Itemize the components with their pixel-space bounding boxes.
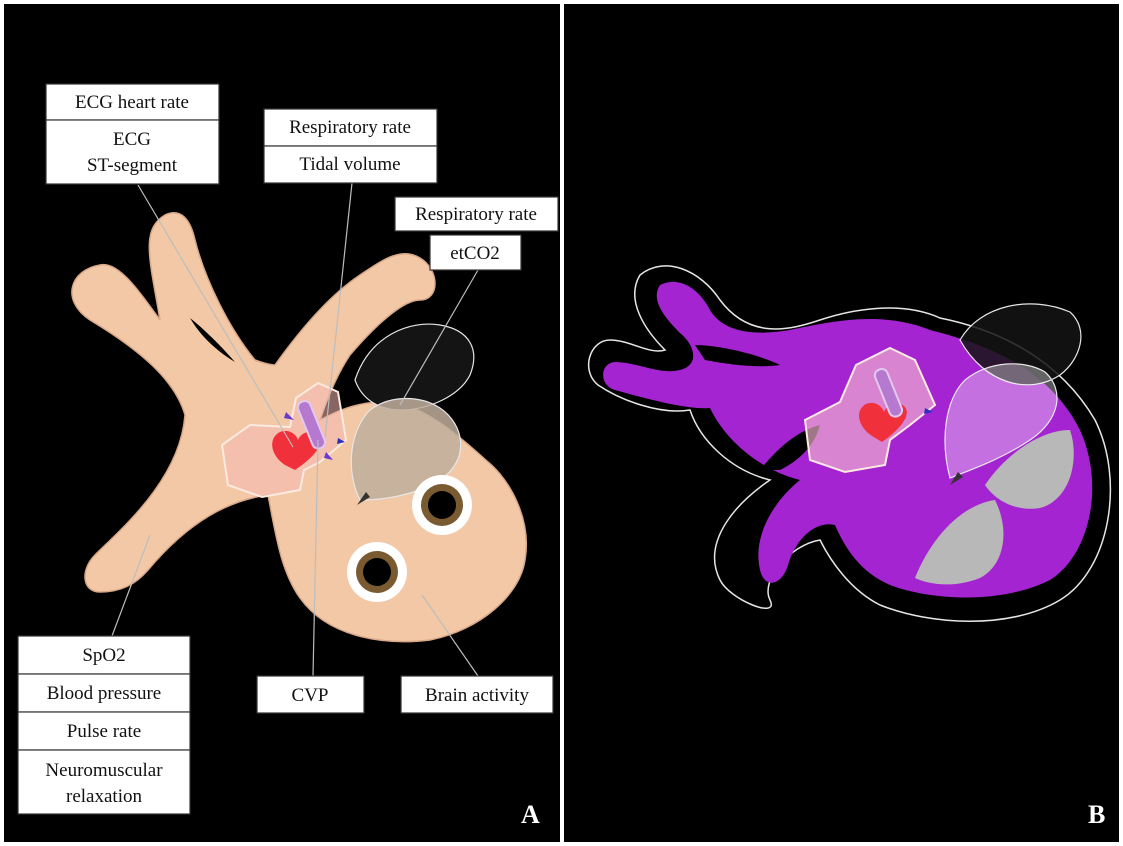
panel-b-letter: B [1088,800,1105,829]
label-respiratory-rate-1: Respiratory rate [289,117,411,138]
label-ecg-group: ECG heart rate ECG ST-segment [46,84,219,184]
eye-upper [412,475,472,535]
label-ecg-st-line2: ST-segment [87,155,178,176]
label-pulse-rate: Pulse rate [67,721,141,742]
label-cvp-group: CVP [257,676,364,713]
label-brain-activity: Brain activity [425,685,529,706]
label-ecg-st-line1: ECG [113,129,151,150]
label-cvp: CVP [292,685,329,706]
label-neuromuscular-line1: Neuromuscular [45,760,163,781]
panel-a: ECG heart rate ECG ST-segment Respirator… [4,4,560,842]
eye-lower [347,542,407,602]
label-spo2: SpO2 [82,645,125,666]
panel-a-letter: A [521,800,540,829]
label-neuromuscular-line2: relaxation [66,786,142,807]
label-peripheral-group: SpO2 Blood pressure Pulse rate Neuromusc… [18,636,190,814]
label-brain-group: Brain activity [401,676,553,713]
label-tidal-volume: Tidal volume [299,154,400,175]
panel-b: B [564,4,1119,842]
label-etco2: etCO2 [450,243,500,264]
label-blood-pressure: Blood pressure [47,683,162,704]
label-respiratory-rate-2: Respiratory rate [415,204,537,225]
panel-divider [560,0,564,846]
label-ventilation-group: Respiratory rate Tidal volume [264,109,437,183]
label-ecg-heart-rate: ECG heart rate [75,92,189,113]
